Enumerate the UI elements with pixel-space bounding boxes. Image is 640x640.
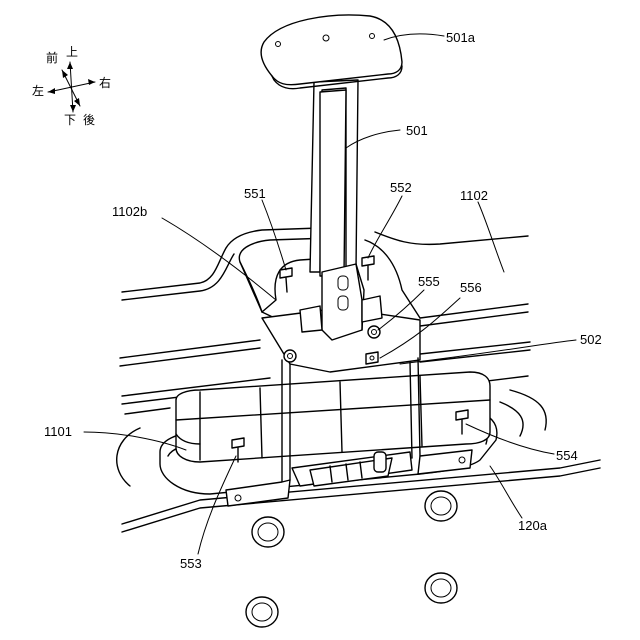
label-552: 552 [390,180,412,195]
floor-holes [246,491,457,627]
label-1102: 1102 [460,188,488,203]
label-1102b: 1102b [112,204,147,219]
bolt-555 [368,326,380,338]
bolt-551 [280,268,292,292]
direction-compass: 前 上 左 右 下 後 [32,45,111,127]
label-553: 553 [180,556,202,571]
bolt-552 [362,256,374,280]
bolt-556 [366,352,378,364]
label-501a: 501a [446,30,476,45]
post-501 [300,80,382,340]
label-1101: 1101 [44,424,72,439]
label-502: 502 [580,332,602,347]
label-556: 556 [460,280,482,295]
compass-front: 前 [46,50,58,65]
label-551: 551 [244,186,266,201]
label-120a: 120a [518,518,548,533]
compass-down: 下 [64,113,76,127]
compass-left: 左 [32,83,44,98]
label-554: 554 [556,448,578,463]
plate-501a [261,15,402,89]
compass-up: 上 [66,45,78,59]
label-501: 501 [406,123,428,138]
compass-right: 右 [99,75,111,90]
compass-rear: 後 [83,113,95,127]
label-555: 555 [418,274,440,289]
